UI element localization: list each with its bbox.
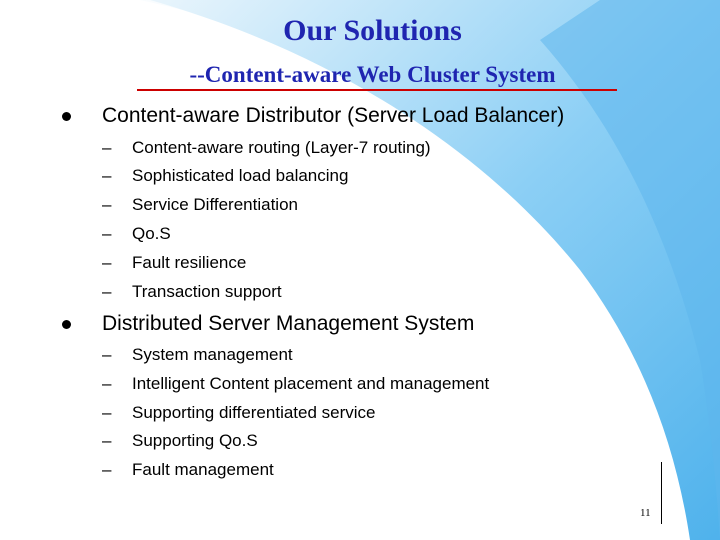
page-number: 11 bbox=[640, 507, 651, 519]
page-divider bbox=[661, 462, 662, 524]
slide-title: Our Solutions bbox=[283, 14, 462, 47]
slide-subtitle: --Content-aware Web Cluster System bbox=[189, 62, 556, 87]
section-heading: Content-aware Distributor (Server Load B… bbox=[102, 104, 565, 127]
title-underline bbox=[137, 89, 617, 91]
dash-icon: – bbox=[102, 195, 112, 214]
bullet-dot-icon bbox=[62, 320, 71, 329]
dash-icon: – bbox=[102, 224, 112, 243]
bullet-dot-icon bbox=[62, 112, 71, 121]
dash-icon: – bbox=[102, 431, 112, 450]
dash-icon: – bbox=[102, 253, 112, 272]
section-heading: Distributed Server Management System bbox=[102, 312, 475, 335]
dash-icon: – bbox=[102, 282, 112, 301]
dash-icon: – bbox=[102, 403, 112, 422]
dash-icon: – bbox=[102, 345, 112, 364]
dash-icon: – bbox=[102, 374, 112, 393]
dash-icon: – bbox=[102, 138, 112, 157]
dash-icon: – bbox=[102, 166, 112, 185]
dash-icon: – bbox=[102, 460, 112, 479]
